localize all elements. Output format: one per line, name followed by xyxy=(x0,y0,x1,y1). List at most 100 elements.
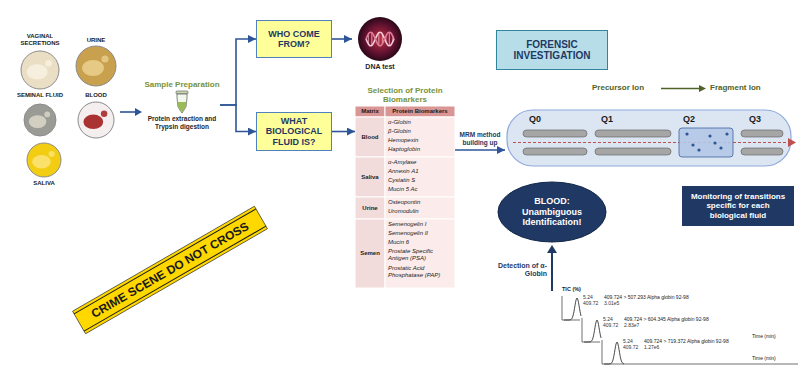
table-cell-text: α-Globin xyxy=(388,119,453,126)
stain-spot xyxy=(49,151,55,157)
table-cell-text: Prostatic Acid Phosphatase (PAP) xyxy=(388,265,453,279)
dna-strand xyxy=(366,32,394,46)
table-cell-text: Prostate Specific Antigen (PSA) xyxy=(388,248,453,262)
table-cell xyxy=(355,197,385,219)
stain-spot xyxy=(27,64,48,79)
title-box: FORENSIC INVESTIGATION xyxy=(496,30,608,70)
quadrupole-rod xyxy=(523,130,587,137)
connector xyxy=(220,39,256,105)
node-text: Q3 xyxy=(749,114,761,124)
stain-spot xyxy=(45,60,52,67)
collision-cell xyxy=(679,128,733,157)
node-text: BLOOD: Unambiguous Identification! xyxy=(508,196,596,227)
dna-illustration xyxy=(358,17,402,61)
flow-arrow xyxy=(120,111,136,113)
table-cell-text: Uromodulin xyxy=(388,208,453,215)
node-text: Protein extraction and Trypsin digestion xyxy=(144,115,220,130)
question-box: WHAT BIOLOGICAL FLUID IS? xyxy=(256,112,332,151)
y-axis xyxy=(562,296,563,320)
sample-label: SALIVA xyxy=(20,180,68,187)
table-cell xyxy=(385,117,455,157)
table-cell-text: Mucin 5 Ac xyxy=(388,186,453,193)
axis-title: TIC (%) xyxy=(562,286,581,292)
table-cell-text: β-Globin xyxy=(388,128,453,135)
flow-arrowhead xyxy=(135,108,142,116)
quadrupole-rod xyxy=(523,148,587,155)
node-text: DNA test xyxy=(365,63,394,71)
table-cell-text: Mucin 6 xyxy=(388,239,453,246)
table-matrix: Blood xyxy=(356,134,384,141)
dna-test-circle: DNA test xyxy=(352,17,408,71)
precursor-mz: 409.72 xyxy=(583,301,598,307)
quadrupole-rod xyxy=(741,130,783,137)
stain-spot xyxy=(29,115,47,128)
retention-time: 5.24 xyxy=(603,317,613,323)
collision-gas xyxy=(719,146,722,149)
tape-band xyxy=(73,206,268,334)
connector xyxy=(332,131,355,133)
table-cell xyxy=(355,106,385,117)
intensity-value: 1.27e6 xyxy=(644,345,659,351)
quadrupole-rod xyxy=(741,148,783,155)
sample-stain xyxy=(24,104,56,136)
stain-spot xyxy=(83,115,103,129)
node-text: FORENSIC INVESTIGATION xyxy=(501,39,603,62)
table-cell xyxy=(385,106,455,117)
sample-label: SEMINAL FLUID xyxy=(8,92,72,99)
stain-spot xyxy=(101,55,108,62)
dna-disc xyxy=(358,17,402,61)
dna-strand xyxy=(366,32,394,46)
node-text: Monitoring of transitions specific for e… xyxy=(687,192,789,220)
instrument-body xyxy=(507,110,791,166)
table-header: Matrix xyxy=(356,108,384,115)
dna-rung xyxy=(389,32,390,46)
stain-spot xyxy=(44,112,50,118)
collision-gas xyxy=(685,132,688,135)
table-cell-text: Semenogelin I xyxy=(388,221,453,228)
ion-arrow xyxy=(661,88,700,89)
tube-cap xyxy=(176,91,188,94)
table-cell xyxy=(385,157,455,197)
axis-title: Time (min) xyxy=(752,334,776,340)
sample-tube xyxy=(172,90,192,114)
table-cell xyxy=(355,117,385,157)
connector xyxy=(220,105,256,131)
connector xyxy=(332,38,352,40)
table-cell-text: Hemopexin xyxy=(388,137,453,144)
node-text: Q2 xyxy=(683,114,695,124)
collision-gas xyxy=(697,148,700,151)
ellipse-outline xyxy=(498,182,606,242)
y-axis xyxy=(602,340,603,364)
table-cell-text: Cystatin S xyxy=(388,177,453,184)
intensity-value: 3.01e5 xyxy=(604,301,619,307)
transition-label: 409.724 > 719.372 Alpha globin 92-98 xyxy=(644,339,729,345)
node-text: Selection of Protein Biomarkers xyxy=(355,84,455,106)
precursor-mz: 409.72 xyxy=(623,345,638,351)
crime-tape xyxy=(73,206,268,334)
collision-gas xyxy=(713,141,716,144)
chromatogram-panel xyxy=(600,338,798,366)
tape-text: CRIME SCENE DO NOT CROSS xyxy=(73,207,267,333)
sample-stain xyxy=(21,51,59,89)
transition-label: 409.724 > 604.345 Alpha globin 92-98 xyxy=(624,317,709,323)
sample-label: VAGINAL SECRETIONS xyxy=(17,33,63,47)
connector xyxy=(455,149,505,151)
y-axis xyxy=(582,318,583,342)
sample-stain xyxy=(76,46,116,86)
table-cell xyxy=(355,157,385,197)
axis-title: Time (min) xyxy=(752,356,776,362)
quadrupole-rod xyxy=(595,130,671,137)
node-text: WHAT BIOLOGICAL FLUID IS? xyxy=(261,116,327,147)
quadrupole-rod xyxy=(595,148,671,155)
precursor-mz: 409.72 xyxy=(603,323,618,329)
retention-time: 5.24 xyxy=(583,295,593,301)
table-header: Protein Biomarkers xyxy=(386,108,454,115)
sample-label: BLOOD xyxy=(76,92,116,99)
instrument-drawing xyxy=(505,98,798,176)
table-cell-text: Haptoglobin xyxy=(388,146,453,153)
node-text: Q0 xyxy=(529,114,541,124)
result-box: Monitoring of transitions specific for e… xyxy=(682,186,794,226)
sample-stain xyxy=(78,102,114,138)
mass-spectrometer: Q0Q1Q2Q3 xyxy=(505,98,798,176)
